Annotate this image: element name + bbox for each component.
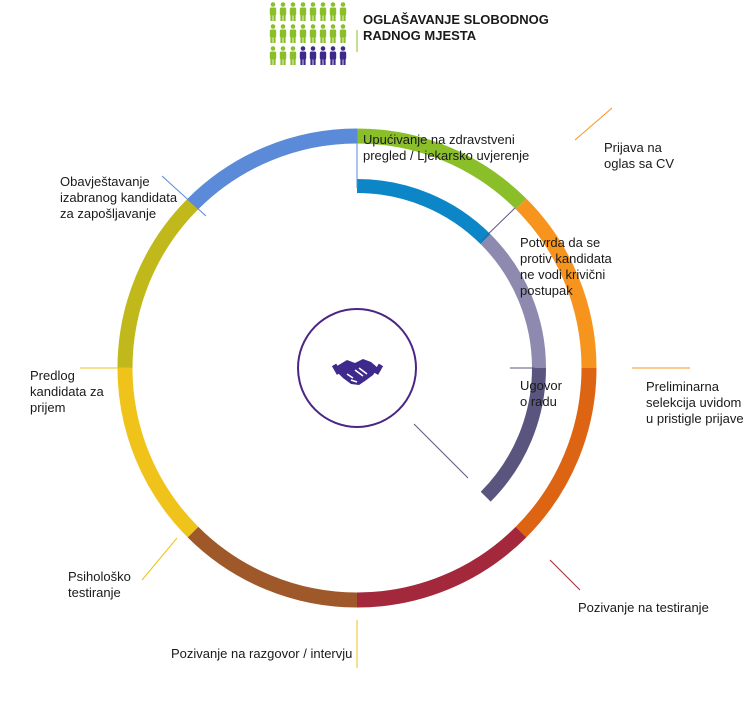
person-icon	[299, 46, 307, 65]
handshake-icon	[331, 359, 384, 385]
leader-line-5	[141, 537, 178, 581]
inner-ring	[356, 179, 546, 502]
arc-oglasavanje	[356, 128, 527, 210]
person-icon	[279, 24, 287, 43]
step-label-psiholosko-testiranje: Psihološko testiranje	[68, 569, 131, 600]
leader-line-11	[413, 423, 469, 479]
arc-psiholosko-testiranje	[117, 367, 199, 538]
person-icon	[309, 46, 317, 65]
leader-lines	[80, 30, 690, 668]
person-icon	[279, 46, 287, 65]
arc-zdravstveni-pregled	[356, 179, 491, 245]
leader-line-3	[549, 559, 581, 591]
leader-line-7	[161, 175, 207, 217]
diagram-title: OGLAŠAVANJE SLOBODNOG RADNOG MJESTA	[363, 12, 549, 43]
center-circle	[297, 308, 417, 428]
person-icon	[299, 24, 307, 43]
person-icon	[339, 24, 347, 43]
step-label-zdravstveni-pregled: Upućivanje na zdravstveni pregled / Ljek…	[363, 132, 530, 163]
arc-prijava	[515, 198, 597, 369]
arc-predlog-kandidata	[117, 198, 199, 369]
outer-ring	[117, 128, 597, 608]
person-icon	[329, 24, 337, 43]
person-icon	[309, 2, 317, 21]
person-icon	[319, 2, 327, 21]
arc-preliminarna-selekcija	[515, 367, 597, 538]
person-icon	[329, 2, 337, 21]
arc-ugovor	[480, 367, 546, 502]
person-icon	[329, 46, 337, 65]
leader-line-9	[481, 207, 516, 241]
step-label-preliminarna-selekcija: Preliminarna selekcija uvidom u pristigl…	[646, 379, 744, 426]
person-icon	[309, 24, 317, 43]
person-icon	[299, 2, 307, 21]
leader-line-1	[574, 107, 613, 141]
arc-pozivanje-testiranje	[356, 526, 527, 608]
arc-obavjestavanje	[187, 128, 358, 210]
step-label-obavjestavanje: Obavještavanje izabranog kandidata za za…	[60, 174, 178, 221]
step-label-razgovor-intervju: Pozivanje na razgovor / intervju	[171, 646, 353, 661]
person-icon	[289, 46, 297, 65]
step-label-ugovor: Ugovor o radu	[520, 378, 562, 409]
person-icon	[289, 24, 297, 43]
step-label-predlog-kandidata: Predlog kandidata za prijem	[30, 368, 104, 415]
step-label-krivicni-postupak: Potvrda da se protiv kandidata ne vodi k…	[520, 235, 612, 298]
person-icon	[289, 2, 297, 21]
arc-krivicni-postupak	[480, 234, 546, 369]
person-icon	[279, 2, 287, 21]
step-label-pozivanje-testiranje: Pozivanje na testiranje	[578, 600, 709, 615]
person-icon	[269, 2, 277, 21]
person-icon	[319, 46, 327, 65]
person-icon	[269, 24, 277, 43]
arc-razgovor-intervju	[187, 526, 358, 608]
step-label-prijava: Prijava na oglas sa CV	[604, 140, 675, 171]
person-icon	[339, 46, 347, 65]
person-icon	[319, 24, 327, 43]
person-icon	[269, 46, 277, 65]
person-icon	[339, 2, 347, 21]
people-group-icon	[269, 2, 347, 65]
